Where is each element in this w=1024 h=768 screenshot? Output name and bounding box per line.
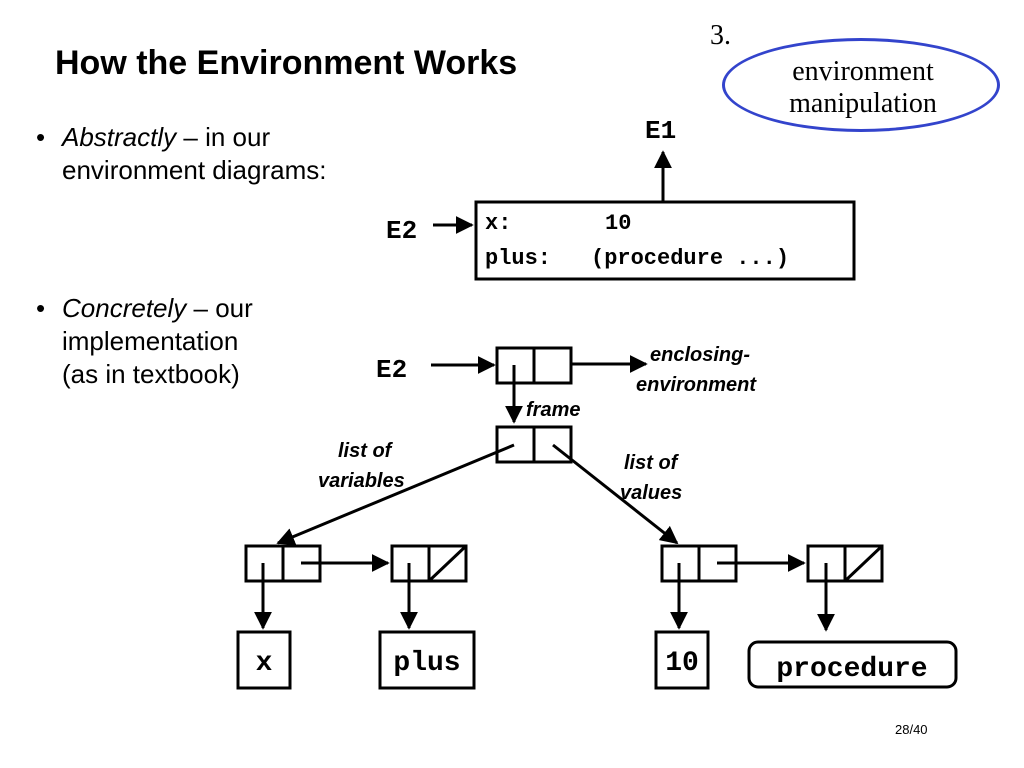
binding-name-plus: plus: <box>485 246 551 271</box>
nil-slash <box>427 544 468 583</box>
symbol-plus: plus <box>393 648 460 679</box>
value-10: 10 <box>665 648 699 679</box>
bullet-concretely: • Concretely – our implementation (as in… <box>36 292 253 391</box>
bullet-rest: – our <box>186 293 253 323</box>
nil-slash <box>843 544 884 583</box>
topic-number: 3. <box>710 20 731 51</box>
page-number: 28/40 <box>895 722 928 737</box>
concrete-diagram: E2 <box>236 346 958 690</box>
bullet-line1: Abstractly – in our <box>62 121 326 154</box>
bullet-lead: Concretely <box>62 293 187 323</box>
parent-env-label: E1 <box>645 116 676 146</box>
value-box-10 <box>654 630 710 690</box>
bullet-dot: • <box>36 293 46 323</box>
symbol-box-plus <box>378 630 476 690</box>
topic-label-line1: environment <box>792 56 934 87</box>
abstract-diagram: E1 E2 x: 10 plus: (procedure ...) <box>386 116 856 281</box>
binding-name-x: x: <box>485 211 511 236</box>
bullet-abstractly: • Abstractly – in our environment diagra… <box>36 121 327 187</box>
value-box-procedure <box>747 640 958 689</box>
frame-label: frame <box>526 399 580 421</box>
enclosing-label-line1: enclosing- <box>650 344 750 366</box>
symbol-box-x <box>236 630 292 690</box>
variables-label-line1: list of <box>338 440 394 462</box>
bullet-line2: environment diagrams: <box>62 155 327 185</box>
symbol-x: x <box>256 648 273 679</box>
bullet-line3: (as in textbook) <box>62 359 240 389</box>
bullet-rest: – in our <box>176 122 271 152</box>
bullet-line2: implementation <box>62 326 239 356</box>
bullet-dot: • <box>36 122 46 152</box>
value-procedure: procedure <box>776 654 927 685</box>
variables-arrow <box>276 443 515 546</box>
bullet-line1: Concretely – our <box>62 292 253 325</box>
binding-value-x: 10 <box>605 211 631 236</box>
frame-box <box>474 200 856 281</box>
variables-label-line2: variables <box>318 470 405 492</box>
topic-label: environment manipulation <box>722 56 1004 120</box>
topic-label-line2: manipulation <box>789 88 937 119</box>
env-label-e2-concrete: E2 <box>376 355 407 385</box>
bullet-lead: Abstractly <box>62 122 177 152</box>
enclosing-label-line2: environment <box>636 374 757 396</box>
values-arrow <box>552 443 679 545</box>
binding-value-plus: (procedure ...) <box>591 246 789 271</box>
topic-oval <box>722 38 1000 132</box>
values-label-line1: list of <box>624 452 680 474</box>
slide-title: How the Environment Works <box>55 44 518 82</box>
env-label-e2: E2 <box>386 216 417 246</box>
values-label-line2: values <box>620 482 682 504</box>
concrete-diagram-text: enclosing- environment frame list of var… <box>256 344 928 685</box>
